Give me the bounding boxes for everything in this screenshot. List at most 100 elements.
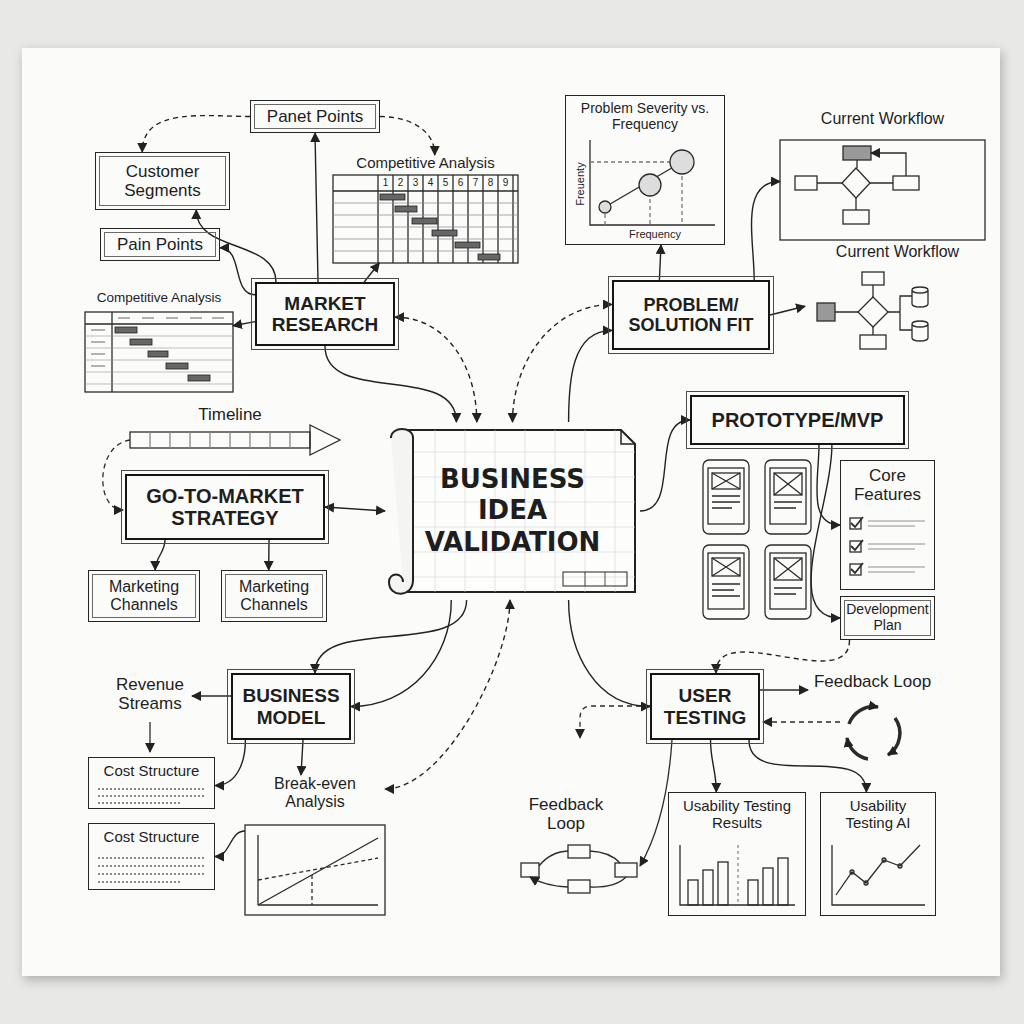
connector-arrow [380, 117, 435, 156]
phone-wireframe-part [765, 545, 811, 619]
column-number: 1 [378, 177, 393, 188]
leader-arrow-part [760, 689, 808, 690]
topic-box: Marketing Channels [88, 570, 200, 622]
chart-panel: Break-even Analysis [245, 775, 385, 915]
severity-chart-part [639, 174, 661, 196]
connector-arrow [351, 600, 451, 707]
gantt-table-part-part [412, 218, 437, 224]
node-text: Current Workflow [780, 110, 985, 128]
connector-arrow [325, 507, 385, 511]
workflow-sketch-part [912, 287, 928, 307]
connector-arrow [569, 330, 612, 422]
connector-arrow [752, 182, 780, 281]
line-chart-part [832, 845, 925, 905]
workflow-sketch [780, 140, 985, 240]
node-text: Current Workflow [805, 243, 990, 261]
connector-arrow [569, 600, 650, 707]
bar-chart-part [748, 880, 758, 905]
central-scroll-part-part [389, 429, 413, 594]
gantt-table-part [85, 312, 233, 392]
topic-box: Panet Points [250, 100, 380, 133]
node-text: Pain Points [117, 235, 203, 254]
bar-chart-part [763, 868, 773, 905]
loop-flow-part [615, 863, 637, 877]
gantt-table-part-part [395, 206, 417, 212]
phone-wireframe-part [774, 558, 802, 594]
workflow-sketch-part [893, 176, 919, 190]
workflow-sketch-part [842, 168, 870, 198]
branch-box: GO-TO-MARKET STRATEGY [125, 474, 325, 540]
break-even-chart [245, 825, 385, 915]
checklist-panel: Core Features [840, 460, 935, 590]
cost-panel: Cost Structure [88, 757, 215, 809]
node-text: Competitive Analysis [85, 290, 233, 305]
topic-box: Pain Points [100, 228, 220, 261]
axis-label: Freuenty [574, 149, 586, 219]
column-number: 8 [483, 177, 498, 188]
axis-label: Frequency [615, 228, 695, 240]
timeline-arrow-part [150, 432, 290, 448]
workflow-sketch-part [835, 285, 912, 335]
line-chart-part [882, 858, 886, 862]
line-chart-part [850, 870, 854, 874]
workflow-sketch [817, 272, 928, 349]
workflow-sketch-part [795, 176, 817, 190]
connector-arrow [749, 740, 866, 792]
node-text: Break-even Analysis [245, 775, 385, 811]
node-text: Usability Testing Results [673, 798, 801, 832]
connector-arrow [220, 248, 255, 295]
gantt-table-part-part [380, 194, 405, 200]
connector-arrow [196, 210, 276, 282]
cost-lines-part [98, 789, 205, 803]
workflow-sketch-part [817, 153, 906, 210]
node-text: BUSINESS IDEA VALIDATION [403, 464, 623, 558]
topic-box: Customer Segments [95, 152, 230, 210]
annotation-label: Timeline [180, 406, 280, 425]
column-number: 4 [423, 177, 438, 188]
column-number: 7 [468, 177, 483, 188]
node-text: Panet Points [267, 107, 363, 126]
connector-arrow [640, 420, 690, 511]
phone-wireframe-part [712, 558, 740, 576]
connector-arrow [711, 740, 717, 792]
connector-arrow [215, 831, 245, 857]
central-scroll-part-part [563, 572, 627, 586]
gantt-table-part-part [115, 327, 137, 333]
phone-wireframe-part [770, 468, 806, 524]
column-number: 5 [438, 177, 453, 188]
loop-flow-part [568, 845, 590, 858]
leader-arrow-part [149, 722, 150, 752]
column-number: 6 [453, 177, 468, 188]
central-scroll-part-part [585, 572, 605, 586]
connector-arrow [513, 305, 613, 423]
column-number: 3 [408, 177, 423, 188]
line-chart-part [836, 845, 920, 895]
workflow-sketch-part [843, 146, 871, 160]
break-even-chart-part [245, 825, 385, 915]
loop-flow [521, 845, 637, 893]
gantt-table-part [85, 336, 233, 384]
gantt-table-part-part [432, 230, 457, 236]
node-text: GO-TO-MARKET STRATEGY [131, 485, 319, 530]
connector-arrow [659, 245, 661, 280]
table-panel: Competitive Analysis [333, 155, 518, 263]
workflow-panel: Current Workflow [805, 243, 990, 358]
branch-box: USER TESTING [650, 673, 760, 740]
branch-box: BUSINESS MODEL [231, 673, 351, 740]
connector-arrow [215, 740, 245, 786]
connector-arrow [233, 322, 255, 326]
branch-box: MARKET RESEARCH [255, 282, 395, 346]
break-even-chart-part [258, 838, 378, 905]
connector-arrow [770, 306, 805, 315]
checklist-part [850, 564, 861, 575]
phone-wireframe-part [712, 473, 740, 489]
break-even-chart-part [258, 858, 378, 905]
line-chart-part [864, 881, 868, 885]
phone-wireframe-part [703, 545, 749, 619]
phone-wireframe-part [712, 558, 740, 596]
node-text: Marketing Channels [230, 578, 318, 614]
workflow-sketch-part [862, 272, 884, 285]
break-even-chart-part [258, 835, 378, 905]
severity-chart-part [670, 150, 694, 174]
connector-arrow [385, 600, 510, 789]
